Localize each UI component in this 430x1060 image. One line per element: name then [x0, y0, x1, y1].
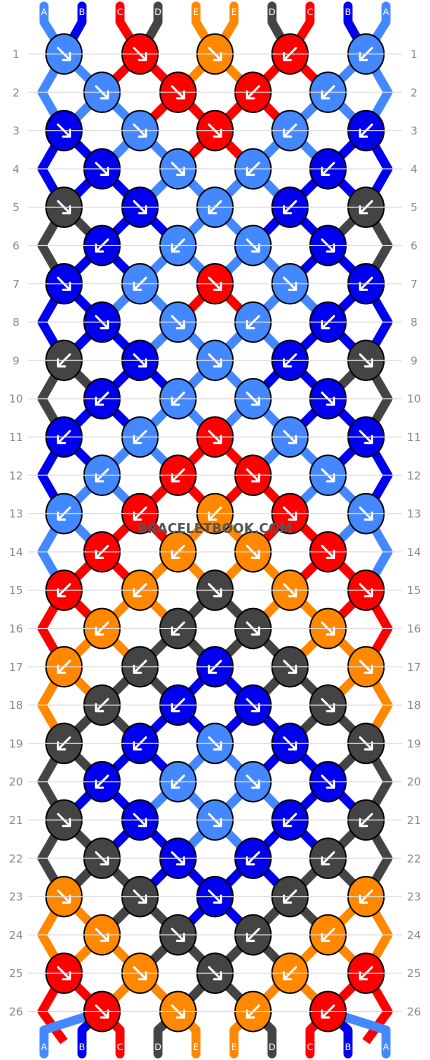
top-strand-label: B: [79, 8, 85, 18]
row-number-right: 8: [411, 316, 418, 329]
top-strand-label: C: [117, 8, 123, 18]
bottom-strand-label: B: [345, 1043, 351, 1053]
row-number-right: 26: [407, 1006, 421, 1019]
row-number-left: 3: [13, 125, 20, 138]
row-number-left: 8: [13, 316, 20, 329]
bottom-strand-label: A: [41, 1043, 48, 1053]
row-number-left: 22: [9, 852, 23, 865]
row-number-left: 15: [9, 584, 23, 597]
row-number-right: 17: [407, 661, 421, 674]
row-number-left: 16: [9, 623, 23, 636]
row-number-left: 10: [9, 393, 23, 406]
row-number-right: 2: [411, 86, 418, 99]
row-number-left: 12: [9, 469, 23, 482]
row-number-right: 11: [407, 431, 421, 444]
bottom-strand-label: C: [117, 1043, 123, 1053]
row-number-left: 25: [9, 967, 23, 980]
row-number-left: 21: [9, 814, 23, 827]
row-number-right: 22: [407, 852, 421, 865]
row-number-right: 1: [411, 48, 418, 61]
row-number-right: 15: [407, 584, 421, 597]
top-strand-label: E: [193, 8, 199, 18]
row-number-right: 23: [407, 891, 421, 904]
row-number-left: 13: [9, 508, 23, 521]
row-number-left: 2: [13, 86, 20, 99]
row-number-right: 7: [411, 278, 418, 291]
top-strand-label: E: [231, 8, 237, 18]
top-strand-label: A: [383, 8, 390, 18]
row-number-left: 20: [9, 776, 23, 789]
row-number-right: 25: [407, 967, 421, 980]
row-number-right: 21: [407, 814, 421, 827]
bottom-strand-label: E: [193, 1043, 199, 1053]
row-number-right: 9: [411, 354, 418, 367]
row-number-right: 10: [407, 393, 421, 406]
strand-labels: A B C D E E D C B A A B C D E E D C B A: [41, 8, 390, 1053]
row-number-right: 24: [407, 929, 421, 942]
bottom-strand-label: D: [155, 1043, 162, 1053]
row-number-left: 26: [9, 1006, 23, 1019]
row-number-left: 6: [13, 240, 20, 253]
row-number-right: 4: [411, 163, 418, 176]
top-strand-label: D: [155, 8, 162, 18]
top-strand-label: D: [269, 8, 276, 18]
row-number-left: 9: [13, 354, 20, 367]
row-number-right: 6: [411, 240, 418, 253]
row-number-right: 16: [407, 623, 421, 636]
row-number-right: 18: [407, 699, 421, 712]
row-number-right: 20: [407, 776, 421, 789]
row-number-left: 18: [9, 699, 23, 712]
row-number-left: 14: [9, 546, 23, 559]
bottom-strand-label: B: [79, 1043, 85, 1053]
row-number-left: 5: [13, 201, 20, 214]
bottom-strand: [39, 1007, 107, 1059]
top-strand-label: A: [41, 8, 48, 18]
row-number-left: 17: [9, 661, 23, 674]
bottom-strand-label: D: [269, 1043, 276, 1053]
row-number-left: 19: [9, 737, 23, 750]
row-number-right: 3: [411, 125, 418, 138]
row-number-left: 23: [9, 891, 23, 904]
bottom-strand-label: C: [307, 1043, 313, 1053]
row-number-left: 11: [9, 431, 23, 444]
top-strand-label: B: [345, 8, 351, 18]
row-number-left: 7: [13, 278, 20, 291]
row-number-right: 12: [407, 469, 421, 482]
row-number-right: 13: [407, 508, 421, 521]
top-strand-label: C: [307, 8, 313, 18]
row-number-left: 1: [13, 48, 20, 61]
bottom-strand: [323, 1007, 391, 1059]
row-number-right: 19: [407, 737, 421, 750]
bottom-strand-label: E: [231, 1043, 237, 1053]
watermark: BRACELETBOOK.COM: [138, 522, 293, 537]
row-number-left: 4: [13, 163, 20, 176]
bottom-strand-label: A: [383, 1043, 390, 1053]
row-number-right: 14: [407, 546, 421, 559]
row-number-right: 5: [411, 201, 418, 214]
row-number-left: 24: [9, 929, 23, 942]
